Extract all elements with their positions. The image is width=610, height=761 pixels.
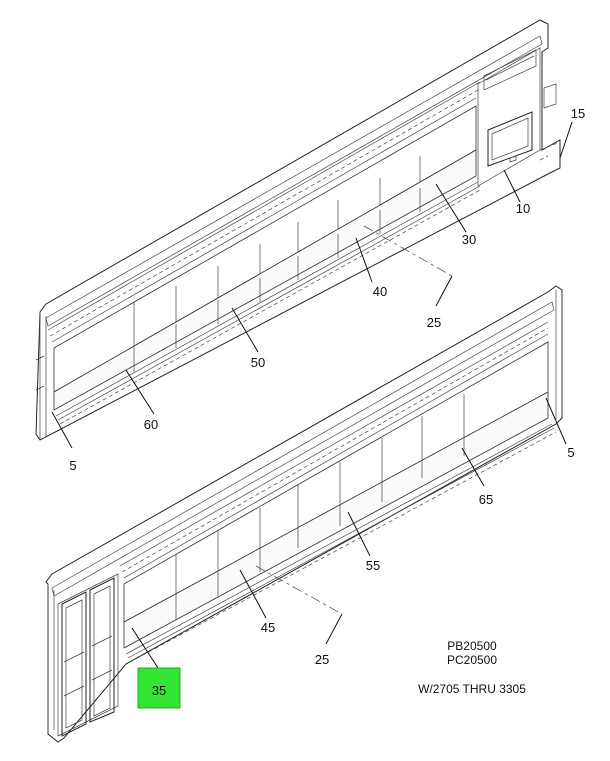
callout-5-right[interactable]: 5 bbox=[567, 445, 574, 460]
callout-25-top[interactable]: 25 bbox=[427, 315, 441, 330]
callout-30[interactable]: 30 bbox=[462, 232, 476, 247]
callout-45[interactable]: 45 bbox=[261, 620, 275, 635]
callout-5-top[interactable]: 5 bbox=[69, 458, 76, 473]
applicability-note: W/2705 THRU 3305 bbox=[418, 682, 526, 696]
callout-35[interactable]: 35 bbox=[152, 683, 166, 698]
leader-lines bbox=[51, 121, 573, 669]
callout-55[interactable]: 55 bbox=[366, 558, 380, 573]
callout-15[interactable]: 15 bbox=[571, 106, 585, 121]
callout-40[interactable]: 40 bbox=[373, 284, 387, 299]
callout-35-highlight-box[interactable] bbox=[137, 667, 181, 709]
callout-35-highlighted[interactable]: 35 bbox=[137, 667, 181, 709]
callout-60[interactable]: 60 bbox=[144, 417, 158, 432]
part-code-pb: PB20500 bbox=[447, 639, 497, 653]
callout-labels: 5 60 50 40 25 30 10 15 5 65 55 45 25 bbox=[69, 106, 585, 667]
part-code-pc: PC20500 bbox=[447, 653, 497, 667]
upper-side-wall-assembly bbox=[35, 19, 561, 441]
diagram-notes: PB20500 PC20500 W/2705 THRU 3305 bbox=[418, 639, 526, 696]
lower-side-wall-assembly bbox=[45, 285, 563, 743]
callout-50[interactable]: 50 bbox=[251, 355, 265, 370]
callout-25-bottom[interactable]: 25 bbox=[315, 652, 329, 667]
callout-10[interactable]: 10 bbox=[516, 201, 530, 216]
callout-65[interactable]: 65 bbox=[479, 492, 493, 507]
